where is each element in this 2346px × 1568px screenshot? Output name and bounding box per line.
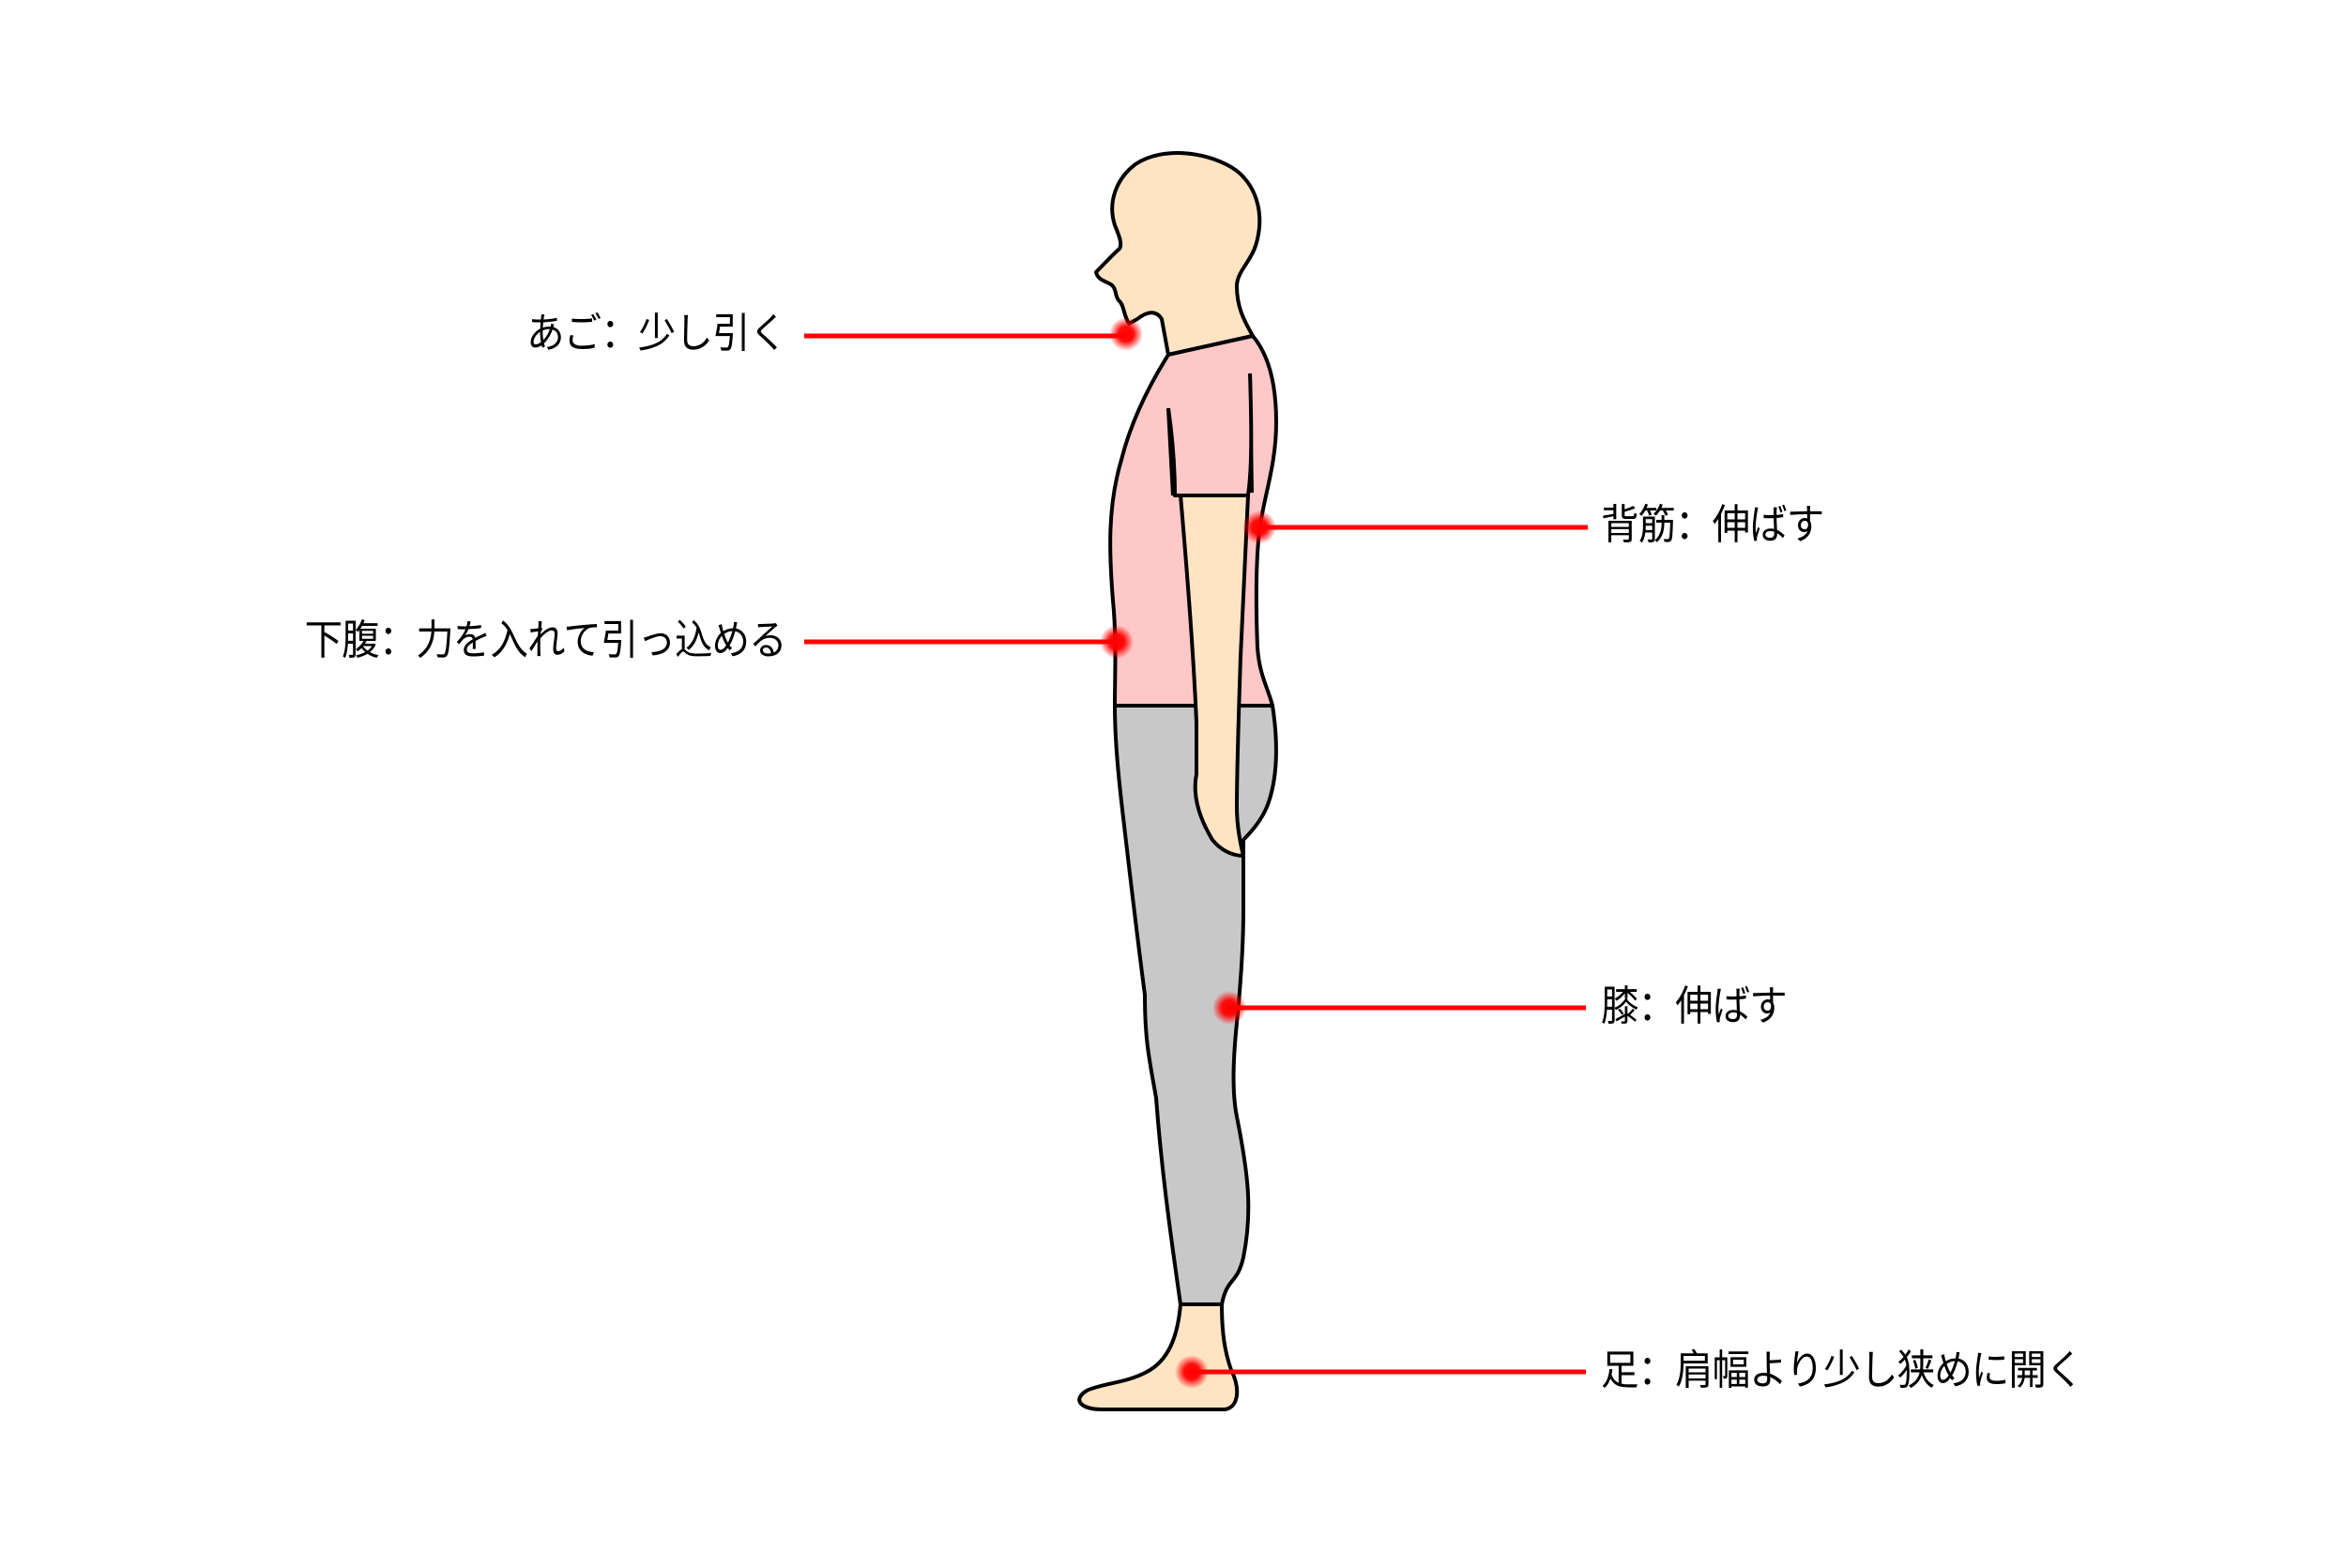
pointer-abdomen	[804, 625, 1134, 659]
label-feet: 足：肩幅より少し狭めに開く	[1601, 1347, 2083, 1394]
label-back: 背筋：伸ばす	[1601, 501, 1824, 549]
label-chin: あご：少し引く	[526, 310, 787, 358]
label-knee: 膝：伸ばす	[1601, 982, 1788, 1030]
sleeve	[1166, 373, 1254, 497]
foot	[1077, 1302, 1240, 1411]
pointer-chin	[804, 317, 1143, 351]
label-abdomen: 下腹：力を入れて引っ込める	[304, 617, 787, 664]
pointer-back	[1242, 510, 1588, 544]
pointer-knee	[1212, 991, 1586, 1025]
pointer-feet	[1175, 1355, 1586, 1389]
head	[1094, 151, 1262, 357]
arm	[1179, 494, 1250, 858]
